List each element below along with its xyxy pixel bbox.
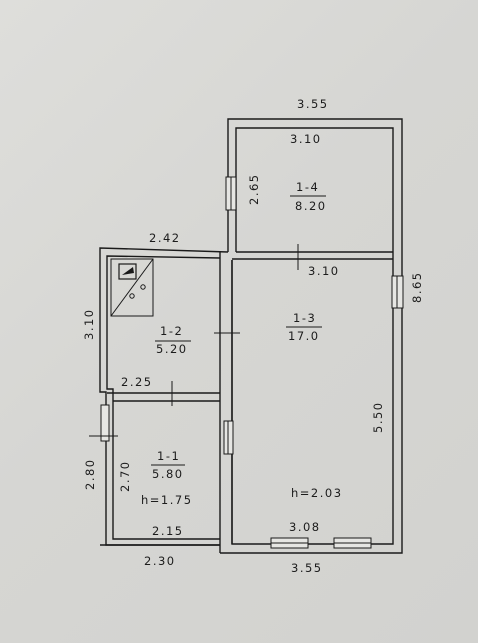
dim-room2-width: 2.25 — [121, 375, 153, 389]
dim-left-top: 2.42 — [149, 231, 181, 245]
room-1-4-area: 8.20 — [295, 199, 327, 213]
room-1-2-id: 1-2 — [160, 324, 183, 338]
door-marks — [89, 244, 299, 437]
room-1-1-area: 5.80 — [152, 467, 184, 481]
room-labels: 1-4 8.20 1-3 17.0 h=2.03 1-2 5.20 1-1 5.… — [141, 180, 343, 507]
room-1-1-id: 1-1 — [157, 449, 180, 463]
dim-top-outer: 3.55 — [297, 97, 329, 111]
room-fraction-lines — [151, 195, 326, 466]
dim-bottom-left: 2.30 — [144, 554, 176, 568]
room-1-4-id: 1-4 — [296, 180, 319, 194]
walls — [99, 118, 403, 554]
dim-left-outer-height: 2.80 — [83, 458, 97, 490]
dim-left-height: 3.10 — [82, 308, 96, 340]
dim-bottom-right: 3.55 — [291, 561, 323, 575]
windows — [100, 176, 404, 549]
dimension-labels: 3.55 3.10 2.42 3.10 2.25 2.15 3.08 2.30 … — [82, 97, 424, 575]
dim-room4-height: 2.65 — [247, 173, 261, 205]
right-block-outer-wall — [220, 118, 403, 554]
dim-top-inner: 3.10 — [290, 132, 322, 146]
dim-room3-height: 5.50 — [371, 401, 385, 433]
room-1-3-area: 17.0 — [288, 329, 320, 343]
dim-room1-height: 2.70 — [118, 460, 132, 492]
dim-overall-height: 8.65 — [410, 271, 424, 303]
dim-room1-inner: 2.15 — [152, 524, 184, 538]
dim-room3-inner: 3.08 — [289, 520, 321, 534]
left-block-inner-wall — [106, 255, 221, 540]
room-1-1-height: h=1.75 — [141, 493, 193, 507]
stove-icon — [110, 258, 154, 317]
window-room-1-1 — [100, 404, 110, 442]
room-1-3-height: h=2.03 — [291, 486, 343, 500]
room-1-3-id: 1-3 — [293, 311, 316, 325]
dim-partition: 3.10 — [308, 264, 340, 278]
room-1-2-area: 5.20 — [156, 342, 188, 356]
